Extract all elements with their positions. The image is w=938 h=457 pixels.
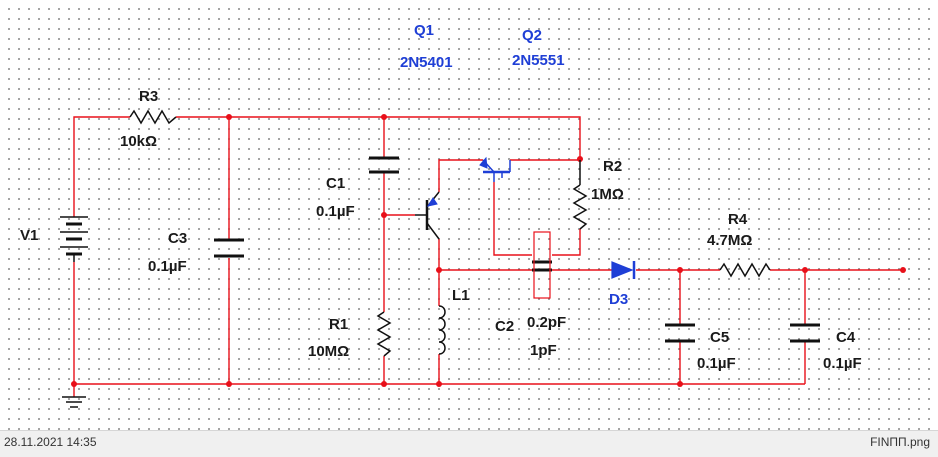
r2-value-label: 1MΩ [591,186,624,203]
r4-value-label: 4.7MΩ [707,232,752,249]
capacitor-c5-symbol[interactable] [665,323,695,343]
capacitor-c1-symbol[interactable] [369,156,399,174]
c3-ref-label: C3 [168,230,187,247]
c4-value-label: 0.1µF [823,355,862,372]
components [60,109,820,408]
r2-ref-label: R2 [603,158,622,175]
c2-value2-label: 1pF [530,342,557,359]
junction-dot [577,156,583,162]
junction-dot [802,267,808,273]
output-terminal-dot[interactable] [900,267,906,273]
resistor-r2-symbol[interactable] [572,184,588,230]
wires [73,116,903,397]
junction-dot [71,381,77,387]
labels: Q1 2N5401 Q2 2N5551 R3 10kΩ V1 C3 0.1µF … [20,22,862,372]
junction-dot [677,381,683,387]
v1-ref-label: V1 [20,227,38,244]
c2-value-label: 0.2pF [527,314,566,331]
junction-dot [381,381,387,387]
wire-q1-emitter-q2 [438,159,483,192]
resistor-r3-symbol[interactable] [129,109,177,125]
junction-dot [226,381,232,387]
junction-dot [381,114,387,120]
capacitor-c2-symbol[interactable] [532,231,552,299]
junction-dot [226,114,232,120]
c1-value-label: 0.1µF [316,203,355,220]
wire-r2-bottom [552,229,581,256]
c4-ref-label: C4 [836,329,856,346]
transistor-q2-symbol[interactable] [479,156,511,182]
c2-ref-label: C2 [495,318,514,335]
q2-ref-label: Q2 [522,27,542,44]
c3-value-label: 0.1µF [148,258,187,275]
wire-r3-to-top-rail [176,116,581,159]
capacitor-c4-symbol[interactable] [790,323,820,343]
schematic-canvas[interactable]: Q1 2N5401 Q2 2N5551 R3 10kΩ V1 C3 0.1µF … [0,0,938,430]
wire-v1-to-r3 [73,116,130,217]
r4-ref-label: R4 [728,211,748,228]
l1-ref-label: L1 [452,287,470,304]
resistor-r1-symbol[interactable] [376,311,392,357]
c5-ref-label: C5 [710,329,729,346]
junction-dot [436,267,442,273]
q2-model-label: 2N5551 [512,52,565,69]
capacitor-c3-symbol[interactable] [214,238,244,258]
junction-dot [381,212,387,218]
r1-value-label: 10MΩ [308,343,349,360]
d3-ref-label: D3 [609,291,628,308]
q1-model-label: 2N5401 [400,54,453,71]
status-bar: 28.11.2021 14:35 FINПП.png [0,430,938,457]
junction-dot [436,381,442,387]
wire-q2-emitter [493,182,532,256]
ground-symbol [62,396,86,408]
junction-dot [677,267,683,273]
r3-value-label: 10kΩ [120,133,157,150]
c1-ref-label: C1 [326,175,345,192]
r3-ref-label: R3 [139,88,158,105]
battery-v1-symbol[interactable] [60,216,88,262]
status-timestamp: 28.11.2021 14:35 [4,435,97,449]
r1-ref-label: R1 [329,316,348,333]
schematic-svg: Q1 2N5401 Q2 2N5551 R3 10kΩ V1 C3 0.1µF … [20,22,906,408]
c5-value-label: 0.1µF [697,355,736,372]
transistor-q1-symbol[interactable] [415,191,440,240]
resistor-r4-symbol[interactable] [719,262,771,278]
q1-ref-label: Q1 [414,22,434,39]
inductor-l1-symbol[interactable] [438,305,446,355]
diode-d3-symbol[interactable] [611,261,636,279]
junctions [71,114,906,387]
status-filename: FINПП.png [870,435,930,449]
